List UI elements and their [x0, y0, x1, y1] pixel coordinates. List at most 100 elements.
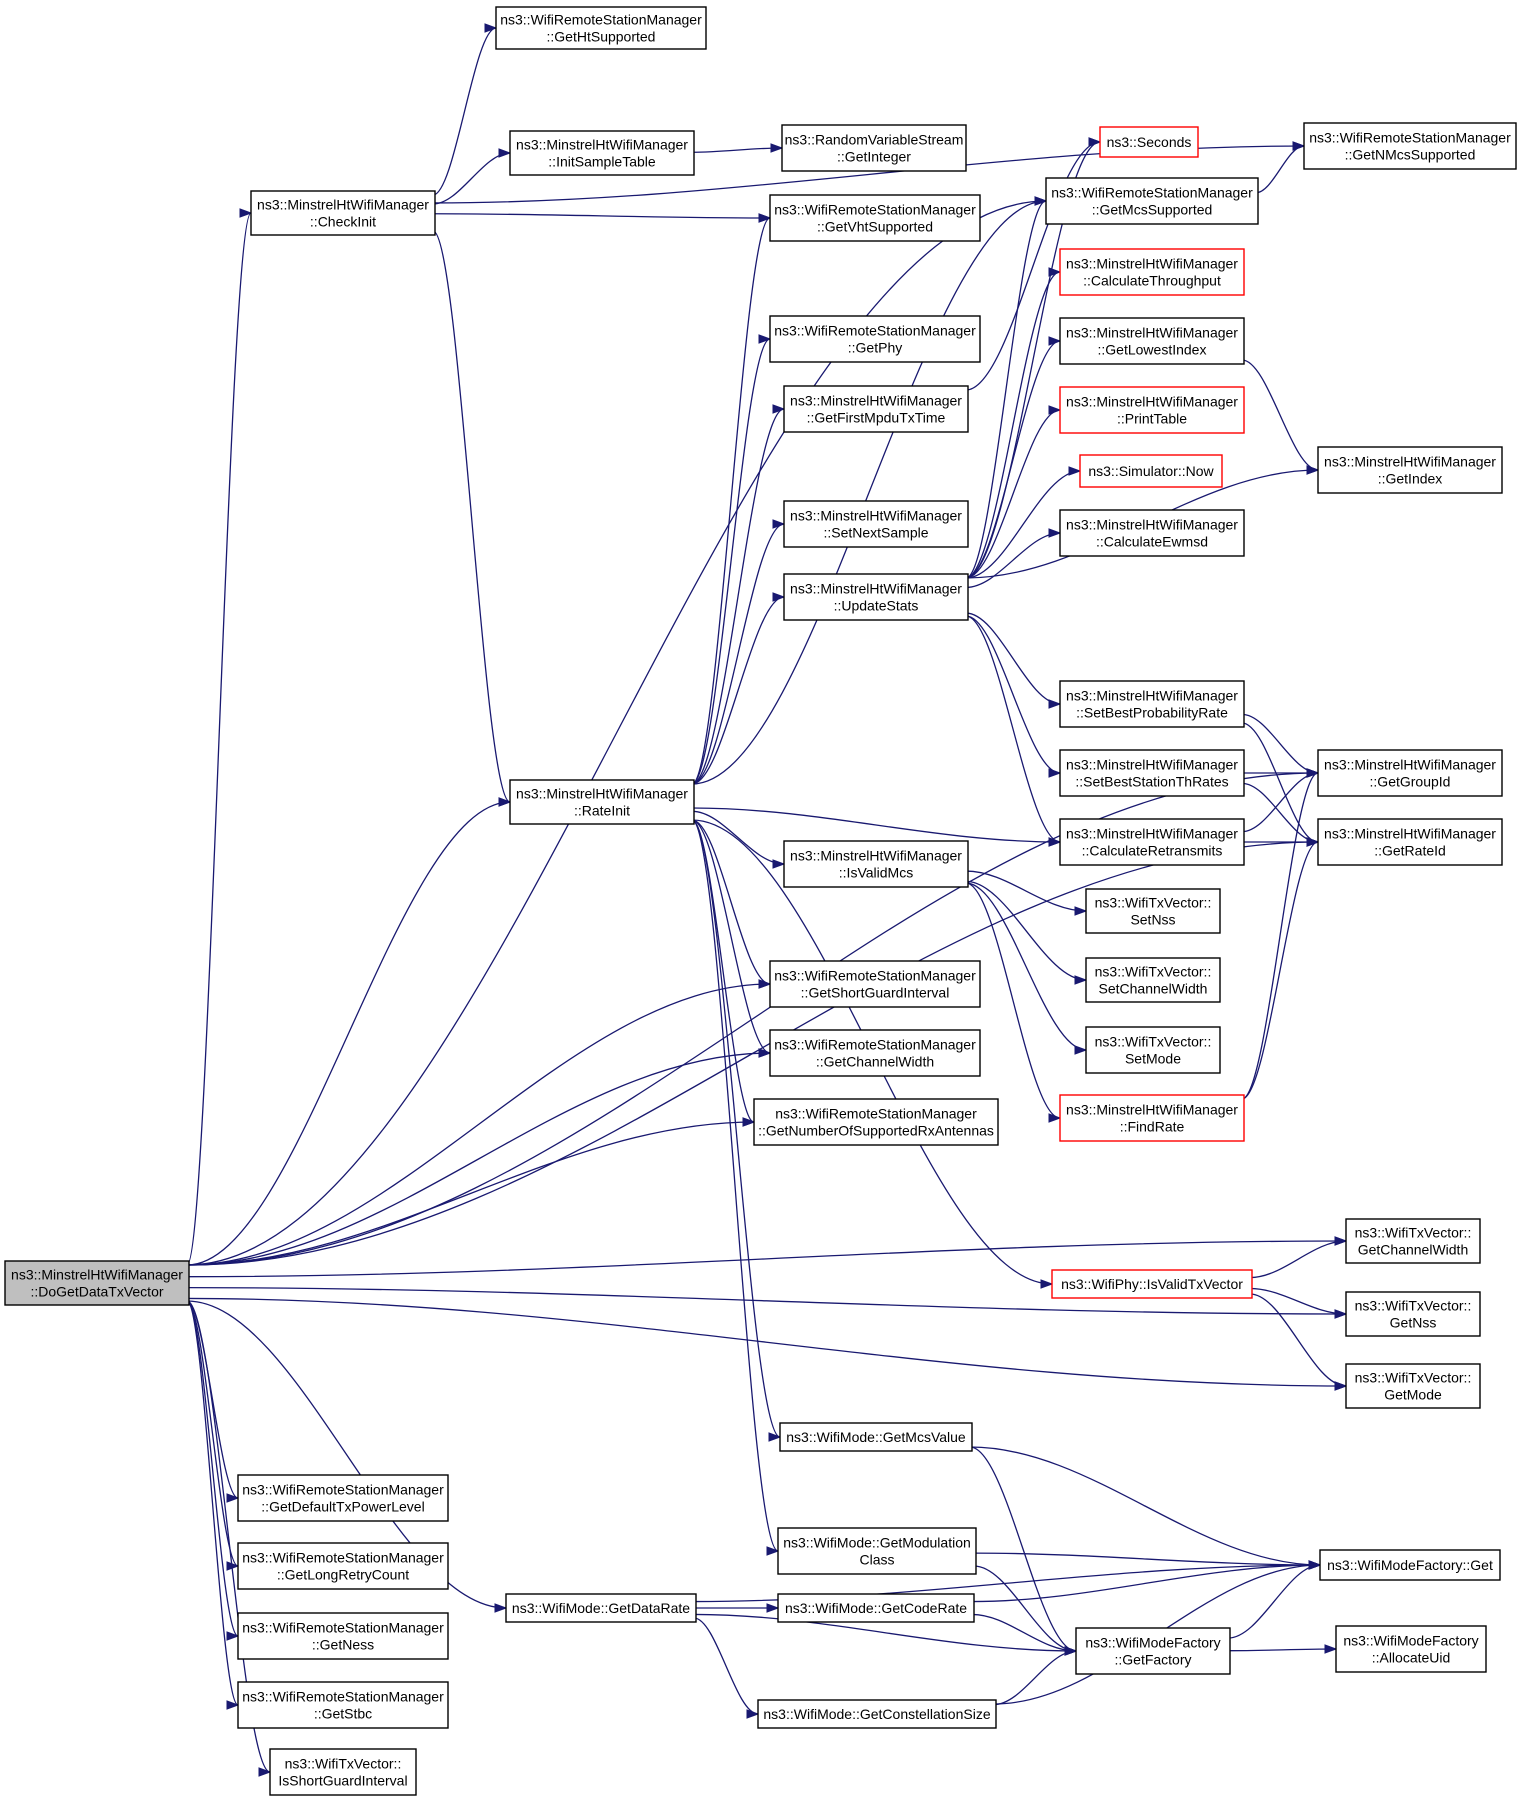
node-rvsInt[interactable]: ns3::RandomVariableStream::GetInteger [781, 124, 967, 172]
node-label: ::InitSampleTable [548, 154, 656, 170]
node-initSample[interactable]: ns3::MinstrelHtWifiManager::InitSampleTa… [509, 130, 695, 176]
node-box [1303, 122, 1517, 170]
edge-root-to-getNess [186, 1300, 240, 1641]
node-label: ns3::MinstrelHtWifiManager [1066, 688, 1238, 704]
node-shortGI[interactable]: ns3::WifiRemoteStationManager::GetShortG… [769, 960, 981, 1008]
node-txMode[interactable]: ns3::WifiTxVector::GetMode [1345, 1363, 1481, 1409]
node-getMcs[interactable]: ns3::WifiRemoteStationManager::GetMcsSup… [1045, 177, 1259, 225]
node-box [1059, 1094, 1245, 1142]
node-txChW[interactable]: ns3::WifiTxVector::GetChannelWidth [1345, 1218, 1481, 1264]
node-constSize[interactable]: ns3::WifiMode::GetConstellationSize [757, 1699, 997, 1729]
node-lowest[interactable]: ns3::MinstrelHtWifiManager::GetLowestInd… [1059, 317, 1245, 365]
node-box [237, 1612, 449, 1660]
edge-dataRate-to-codeRate [694, 1603, 780, 1613]
node-calcTput[interactable]: ns3::MinstrelHtWifiManager::CalculateThr… [1059, 248, 1245, 296]
node-rateId[interactable]: ns3::MinstrelHtWifiManager::GetRateId [1317, 818, 1503, 866]
node-label: ns3::WifiModeFactory [1343, 1633, 1478, 1649]
edge-updateStats-to-setBestTh [965, 615, 1062, 778]
edge-getMcs-to-getNMcs [1255, 141, 1306, 194]
node-label: ns3::MinstrelHtWifiManager [516, 137, 688, 153]
node-label: ::GetDefaultTxPowerLevel [261, 1499, 424, 1515]
node-label: Class [859, 1552, 894, 1568]
node-box [781, 124, 967, 172]
node-checkInit[interactable]: ns3::MinstrelHtWifiManager::CheckInit [250, 190, 436, 236]
node-getVht[interactable]: ns3::WifiRemoteStationManager::GetVhtSup… [769, 194, 981, 242]
node-label: ns3::WifiRemoteStationManager [774, 323, 976, 339]
edge-root-to-shortGI [186, 979, 772, 1266]
node-setChW[interactable]: ns3::WifiTxVector::SetChannelWidth [1085, 957, 1221, 1003]
node-isShortGI[interactable]: ns3::WifiTxVector::IsShortGuardInterval [269, 1748, 417, 1796]
node-groupId[interactable]: ns3::MinstrelHtWifiManager::GetGroupId [1317, 749, 1503, 797]
node-label: ::GetPhy [848, 340, 902, 356]
node-getHt[interactable]: ns3::WifiRemoteStationManager::GetHtSupp… [495, 6, 707, 50]
node-printTable[interactable]: ns3::MinstrelHtWifiManager::PrintTable [1059, 386, 1245, 434]
node-numRx[interactable]: ns3::WifiRemoteStationManager::GetNumber… [753, 1098, 999, 1146]
node-mcsValue[interactable]: ns3::WifiMode::GetMcsValue [779, 1422, 973, 1452]
edge-isValidMcs-to-setChW [965, 880, 1088, 985]
node-setMode[interactable]: ns3::WifiTxVector::SetMode [1085, 1026, 1221, 1074]
node-longRetry[interactable]: ns3::WifiRemoteStationManager::GetLongRe… [237, 1542, 449, 1590]
node-label: ns3::WifiRemoteStationManager [774, 968, 976, 984]
node-label: ::GetRateId [1374, 843, 1446, 859]
node-setBestTh[interactable]: ns3::MinstrelHtWifiManager::SetBestStati… [1059, 749, 1245, 797]
node-isValidTx[interactable]: ns3::WifiPhy::IsValidTxVector [1051, 1269, 1253, 1299]
node-box [1085, 1026, 1221, 1074]
node-label: ns3::WifiRemoteStationManager [774, 202, 976, 218]
node-dataRate[interactable]: ns3::WifiMode::GetDataRate [505, 1593, 697, 1623]
node-label: ::GetNMcsSupported [1345, 147, 1476, 163]
node-simNow[interactable]: ns3::Simulator::Now [1079, 454, 1223, 488]
node-calcRetr[interactable]: ns3::MinstrelHtWifiManager::CalculateRet… [1059, 818, 1245, 866]
node-isValidMcs[interactable]: ns3::MinstrelHtWifiManager::IsValidMcs [783, 840, 969, 888]
node-updateStats[interactable]: ns3::MinstrelHtWifiManager::UpdateStats [783, 573, 969, 621]
node-getFactory[interactable]: ns3::WifiModeFactory::GetFactory [1075, 1627, 1231, 1675]
node-box [783, 840, 969, 888]
node-label: ns3::WifiRemoteStationManager [1309, 130, 1511, 146]
node-txNss[interactable]: ns3::WifiTxVector::GetNss [1345, 1291, 1481, 1337]
node-getStbc[interactable]: ns3::WifiRemoteStationManager::GetStbc [237, 1681, 449, 1729]
edge-updateStats-to-getMcs [965, 196, 1048, 579]
node-box [509, 130, 695, 176]
node-rateInit[interactable]: ns3::MinstrelHtWifiManager::RateInit [509, 779, 695, 825]
node-findRate[interactable]: ns3::MinstrelHtWifiManager::FindRate [1059, 1094, 1245, 1142]
node-label: IsShortGuardInterval [278, 1773, 407, 1789]
node-firstMpdu[interactable]: ns3::MinstrelHtWifiManager::GetFirstMpdu… [783, 385, 969, 433]
node-chWidth[interactable]: ns3::WifiRemoteStationManager::GetChanne… [769, 1029, 981, 1077]
node-label: ns3::WifiMode::GetConstellationSize [763, 1706, 990, 1722]
node-box [1317, 749, 1503, 797]
node-label: ns3::WifiRemoteStationManager [242, 1689, 444, 1705]
node-box [769, 1029, 981, 1077]
edge-modClass-to-getFactory [973, 1565, 1078, 1656]
node-setNss[interactable]: ns3::WifiTxVector::SetNss [1085, 888, 1221, 934]
node-getNMcs[interactable]: ns3::WifiRemoteStationManager::GetNMcsSu… [1303, 122, 1517, 170]
node-label: ns3::MinstrelHtWifiManager [1066, 256, 1238, 272]
node-label: ::GetChannelWidth [816, 1054, 934, 1070]
node-label: GetNss [1390, 1315, 1437, 1331]
edge-findRate-to-groupId [1241, 768, 1320, 1100]
node-root[interactable]: ns3::MinstrelHtWifiManager::DoGetDataTxV… [4, 1260, 190, 1306]
node-label: ns3::WifiRemoteStationManager [242, 1620, 444, 1636]
node-box [783, 573, 969, 621]
node-box [1335, 1625, 1487, 1673]
node-getIndex[interactable]: ns3::MinstrelHtWifiManager::GetIndex [1317, 446, 1503, 494]
node-allocUid[interactable]: ns3::WifiModeFactory::AllocateUid [1335, 1625, 1487, 1673]
node-seconds[interactable]: ns3::Seconds [1099, 126, 1199, 158]
node-codeRate[interactable]: ns3::WifiMode::GetCodeRate [777, 1593, 975, 1623]
node-label: ns3::WifiMode::GetCodeRate [785, 1600, 967, 1616]
node-box [777, 1593, 975, 1623]
node-setNext[interactable]: ns3::MinstrelHtWifiManager::SetNextSampl… [783, 500, 969, 548]
node-ewmsd[interactable]: ns3::MinstrelHtWifiManager::CalculateEwm… [1059, 509, 1245, 557]
node-setBestProb[interactable]: ns3::MinstrelHtWifiManager::SetBestProba… [1059, 680, 1245, 728]
node-box [1059, 386, 1245, 434]
node-label: ::CalculateEwmsd [1096, 534, 1208, 550]
node-getPhy[interactable]: ns3::WifiRemoteStationManager::GetPhy [769, 315, 981, 363]
node-label: ::GetVhtSupported [817, 219, 933, 235]
node-label: ::GetFirstMpduTxTime [807, 410, 946, 426]
node-label: ::SetBestStationThRates [1075, 774, 1228, 790]
edge-checkInit-to-getVht [432, 213, 772, 223]
node-box [753, 1098, 999, 1146]
node-getNess[interactable]: ns3::WifiRemoteStationManager::GetNess [237, 1612, 449, 1660]
node-label: ns3::WifiModeFactory::Get [1327, 1557, 1493, 1573]
node-defPower[interactable]: ns3::WifiRemoteStationManager::GetDefaul… [237, 1474, 449, 1522]
node-factGet[interactable]: ns3::WifiModeFactory::Get [1319, 1549, 1501, 1581]
